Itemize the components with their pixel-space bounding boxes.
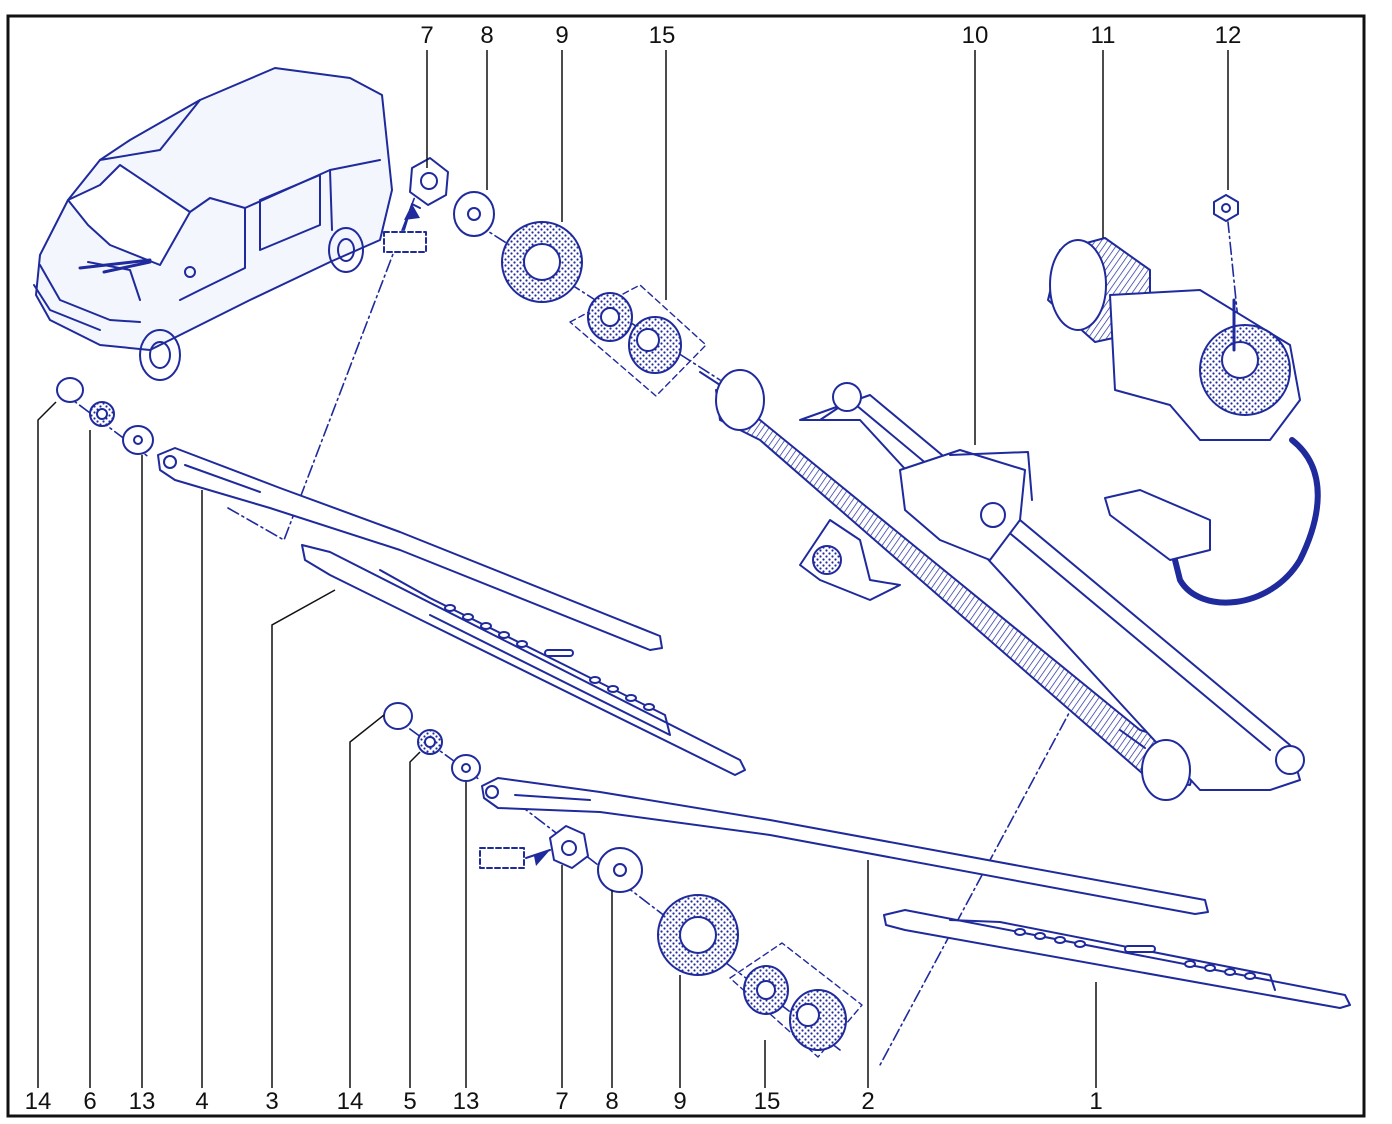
callout-1: 1 <box>1089 1088 1103 1115</box>
lower-wiper-arm <box>481 777 1209 915</box>
callout-5: 5 <box>403 1088 417 1115</box>
wiper-linkage <box>699 369 1305 801</box>
callout-2: 2 <box>861 1088 875 1115</box>
diagram-border <box>6 14 1366 1118</box>
callout-7-bottom: 7 <box>555 1088 569 1115</box>
callout-9-bottom: 9 <box>673 1088 687 1115</box>
callout-14-left: 14 <box>24 1088 52 1115</box>
callout-13-mid: 13 <box>452 1088 480 1115</box>
leader-lines <box>37 50 1229 1088</box>
callout-4: 4 <box>195 1088 209 1115</box>
callout-8-top: 8 <box>480 22 494 49</box>
callout-8-bottom: 8 <box>605 1088 619 1115</box>
arrow-marker-bottom <box>534 850 550 866</box>
dashed-box-15-bottom <box>729 942 863 1058</box>
upper-left-hardware <box>56 377 154 455</box>
lower-wiper-blade <box>883 909 1351 1009</box>
upper-wiper-arm <box>157 447 663 651</box>
callout-10: 10 <box>961 22 989 49</box>
callout-3: 3 <box>265 1088 279 1115</box>
callout-14-mid: 14 <box>336 1088 364 1115</box>
lower-hardware <box>383 702 481 782</box>
top-hardware <box>383 157 682 374</box>
arrow-marker-top <box>404 204 420 220</box>
callout-15-bottom: 15 <box>753 1088 781 1115</box>
van-illustration <box>33 67 393 381</box>
callout-12: 12 <box>1214 22 1242 49</box>
callout-15-top: 15 <box>648 22 676 49</box>
callout-9-top: 9 <box>555 22 569 49</box>
wiper-motor <box>1047 194 1321 606</box>
callout-11: 11 <box>1090 22 1116 49</box>
callout-13-left: 13 <box>128 1088 156 1115</box>
upper-wiper-blade <box>301 544 746 776</box>
lower-hub-hardware <box>479 825 847 1051</box>
callout-6: 6 <box>83 1088 97 1115</box>
callout-7-top: 7 <box>420 22 434 49</box>
